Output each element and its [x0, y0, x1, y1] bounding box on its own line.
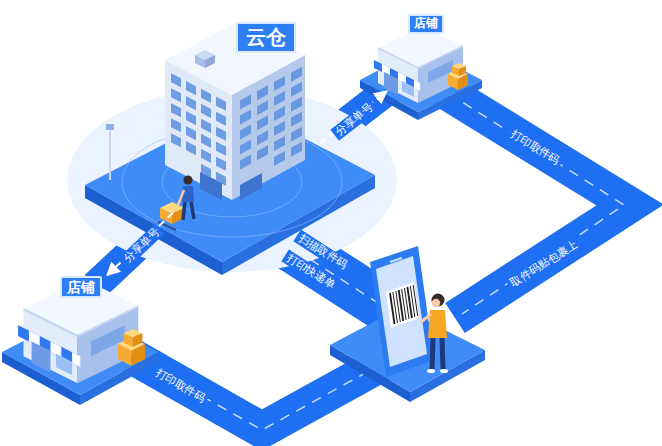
window: [274, 76, 285, 91]
phone: [370, 246, 434, 377]
window: [257, 115, 268, 130]
window: [291, 142, 302, 157]
road-label-holder: 打印取件码: [150, 360, 212, 407]
window: [240, 125, 251, 140]
window: [216, 157, 226, 171]
window: [240, 155, 251, 170]
window: [257, 130, 268, 145]
flow-connector: [320, 92, 386, 143]
shop: [374, 26, 468, 103]
lamp: [106, 124, 114, 130]
window: [171, 133, 181, 147]
window: [201, 89, 211, 103]
node-area: 店铺: [372, 8, 464, 92]
connector-label-holder: 分享单号: [327, 95, 378, 141]
road-label-holder: 取件码贴包裹上: [503, 232, 584, 292]
window: [171, 118, 181, 132]
phone-body: [370, 246, 434, 377]
person-face: [432, 299, 440, 307]
person-shoe: [440, 369, 448, 373]
person-leg: [432, 338, 433, 369]
connector-label: 分享单号: [119, 223, 165, 268]
window: [291, 67, 302, 82]
node-sign: 云仓: [236, 22, 296, 53]
window: [216, 97, 226, 111]
connector-label-holder: 分享单号: [116, 219, 166, 267]
window: [274, 121, 285, 136]
window: [171, 88, 181, 102]
window: [291, 82, 302, 97]
person-arm: [421, 314, 431, 322]
road: [440, 88, 630, 318]
window: [186, 141, 196, 155]
person: [421, 294, 448, 374]
person-hair: [432, 294, 445, 307]
roof-unit: [205, 55, 215, 68]
person-shoe: [427, 369, 435, 373]
window: [257, 100, 268, 115]
node-area: 店铺: [8, 270, 108, 355]
road-dash: [448, 93, 624, 314]
phone-speaker: [390, 258, 402, 262]
window: [186, 111, 196, 125]
window: [201, 119, 211, 133]
road-label-holder: 打印取件码: [505, 122, 567, 170]
window: [291, 112, 302, 127]
window: [216, 142, 226, 156]
window: [186, 81, 196, 95]
window: [274, 91, 285, 106]
person-leg: [442, 338, 443, 369]
node-area: 云仓: [160, 8, 320, 213]
node-sign: 店铺: [60, 276, 102, 298]
connector-label: 分享单号: [330, 99, 378, 141]
node-sign: 店铺: [408, 14, 444, 34]
barcode-bars: [390, 285, 418, 324]
window: [274, 151, 285, 166]
window: [274, 136, 285, 151]
road-label: 打印取件码: [505, 126, 565, 170]
flow-connector: [108, 213, 173, 274]
roof-unit: [195, 55, 205, 68]
worker-leg: [183, 202, 185, 220]
window: [171, 73, 181, 87]
window: [201, 134, 211, 148]
barcode-bar: [413, 285, 418, 316]
window: [171, 103, 181, 117]
windows: [171, 67, 302, 186]
worker-leg: [191, 202, 194, 219]
window: [201, 164, 211, 178]
worker-body: [182, 186, 194, 202]
window: [274, 106, 285, 121]
phone-screen: [376, 256, 427, 367]
building-door: [240, 173, 262, 200]
warehouse-building: [165, 22, 305, 200]
building-roof: [165, 22, 305, 95]
window: [240, 110, 251, 125]
lamp-post: [109, 128, 111, 180]
window: [291, 127, 302, 142]
road-label: 打印取件码: [150, 365, 210, 408]
window: [216, 112, 226, 126]
road-label: 取件码贴包裹上: [505, 236, 583, 292]
window: [201, 104, 211, 118]
window: [216, 127, 226, 141]
window: [257, 145, 268, 160]
window: [186, 96, 196, 110]
window: [240, 140, 251, 155]
window: [186, 126, 196, 140]
barcode: [386, 282, 419, 328]
window: [216, 172, 226, 186]
worker-arm: [178, 190, 184, 205]
worker-head: [184, 176, 193, 185]
window: [291, 97, 302, 112]
window: [201, 149, 211, 163]
window: [240, 95, 251, 110]
window: [257, 85, 268, 100]
